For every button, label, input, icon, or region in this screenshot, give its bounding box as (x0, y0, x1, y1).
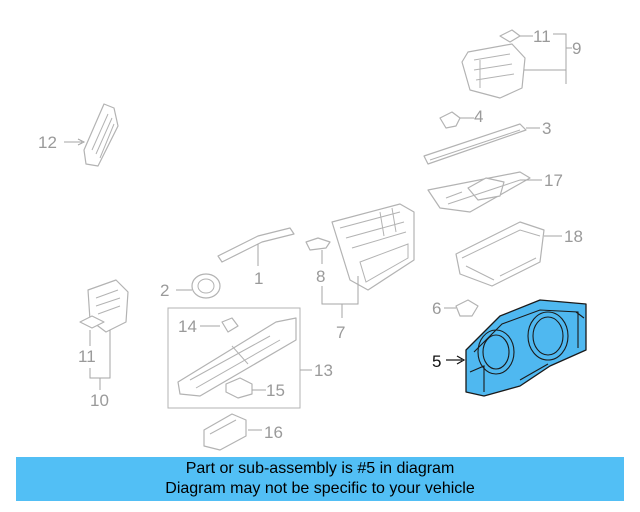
part-15-block[interactable] (225, 377, 253, 399)
part-12-side-vent[interactable] (83, 103, 119, 167)
callout-17: 17 (544, 171, 563, 190)
part-7-center-bezel[interactable] (331, 203, 415, 291)
part-9-air-vent[interactable] (461, 29, 526, 99)
info-banner: Part or sub-assembly is #5 in diagram Di… (16, 457, 624, 501)
callout-5: 5 (432, 352, 441, 371)
callout-4: 4 (474, 107, 483, 126)
part-17-center-panel[interactable] (427, 171, 531, 213)
parts-diagram: 11 9 12 4 3 17 18 1 8 (38, 27, 587, 451)
part-14-clip[interactable] (221, 317, 239, 333)
part-18-display-unit[interactable] (455, 221, 545, 287)
callout-2: 2 (160, 281, 169, 300)
part-4-clip[interactable] (439, 111, 461, 129)
callout-11-upper: 11 (533, 27, 551, 46)
callout-1: 1 (254, 269, 263, 288)
callout-10: 10 (90, 391, 109, 410)
banner-line-1: Part or sub-assembly is #5 in diagram (185, 460, 455, 477)
part-3-trim-strip[interactable] (423, 123, 527, 165)
callout-9: 9 (572, 39, 581, 58)
callout-12: 12 (38, 133, 57, 152)
part-13-trim-assembly[interactable] (167, 307, 301, 409)
part-11-clip-lower[interactable] (79, 315, 105, 329)
part-6-clip[interactable] (455, 299, 479, 317)
callout-15: 15 (266, 381, 285, 400)
part-16-cover[interactable] (203, 413, 247, 451)
part-8-bracket[interactable] (305, 237, 331, 251)
callout-13: 13 (314, 361, 333, 380)
callout-18: 18 (564, 227, 583, 246)
callout-3: 3 (542, 119, 551, 138)
callout-7: 7 (336, 323, 345, 342)
callout-11-lower: 11 (78, 347, 96, 366)
callout-16: 16 (264, 423, 283, 442)
callout-8: 8 (316, 267, 325, 286)
banner-line-2: Diagram may not be specific to your vehi… (165, 480, 475, 497)
callout-14: 14 (178, 317, 197, 336)
part-2-round-knob[interactable] (191, 273, 221, 299)
part-1-dash-trim[interactable] (217, 227, 295, 263)
callout-6: 6 (432, 299, 441, 318)
part-5-instrument-cluster[interactable] (465, 299, 587, 397)
